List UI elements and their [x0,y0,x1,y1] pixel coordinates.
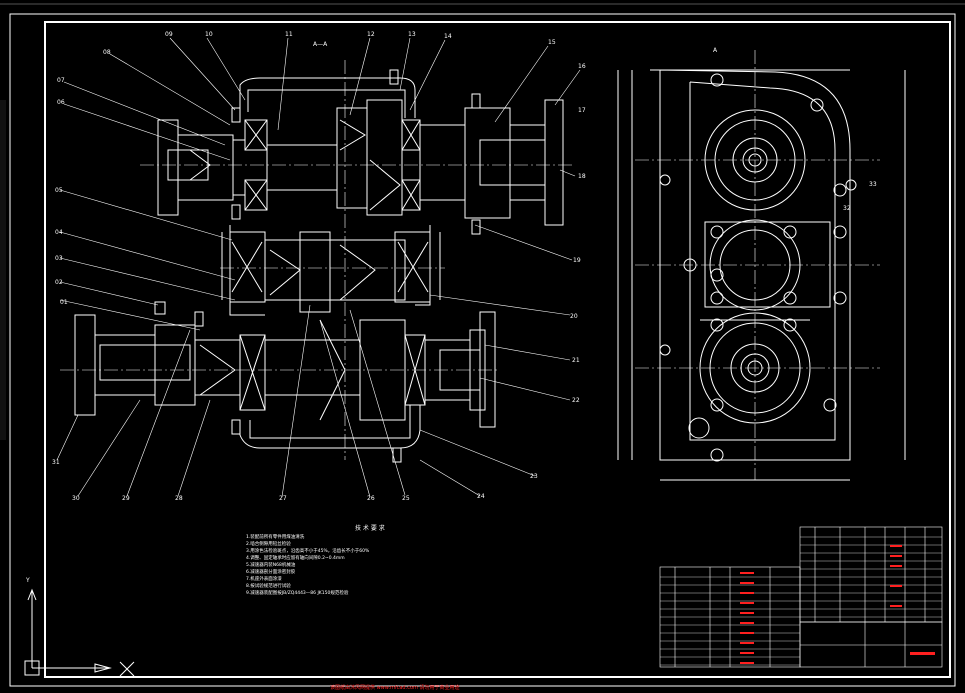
tech-req-item: 4.调整、固定轴承时应留有轴向间隙0.2~0.4mm [246,554,345,561]
part-number-10: 10 [205,31,213,38]
part-number-18: 18 [578,173,586,180]
drawing-outer-border [9,13,956,687]
part-number-23: 23 [530,473,538,480]
part-number-02: 02 [55,279,63,286]
tech-req-item: 3.用涂色法检验斑点，沿齿高不小于45%，沿齿长不小于60% [246,547,370,554]
centerlines [60,60,575,460]
part-number-26: 26 [367,495,375,502]
tech-req-item: 1.装配前所有零件用煤油清洗 [246,533,305,540]
parts-list-table [659,526,943,668]
red-markings [740,545,935,664]
tech-req-title: 技 术 要 求 [355,524,385,532]
part-number-22: 22 [572,397,580,404]
part-number-21: 21 [572,357,580,364]
tech-req-item: 9.减速器装配图按JB/ZQ4443—86 JK150规范检验 [246,589,349,596]
part-number-25: 25 [402,495,410,502]
part-number-19: 19 [573,257,581,264]
part-number-29: 29 [122,495,130,502]
part-number-08: 08 [103,49,111,56]
part-number-33: 33 [869,181,877,188]
part-number-24: 24 [477,493,485,500]
part-number-01: 01 [60,299,68,306]
tech-req-item: 7.机座外表面涂漆 [246,575,282,582]
part-number-14: 14 [444,33,452,40]
part-number-12: 12 [367,31,375,38]
part-number-13: 13 [408,31,416,38]
bolt-markers [154,69,481,463]
ucs-y-label: Y [25,577,30,584]
gearbox-section-view [74,69,564,463]
parts-list-rows [660,536,942,666]
part-number-27: 27 [279,495,287,502]
watermark-text: 该图纸由沐风网提供 www.mfcad.com 请勿用于商业用途 [330,684,459,691]
part-number-32: 32 [843,205,851,212]
tech-req-item: 8.按试验规范进行试验 [246,582,291,589]
part-number-09: 09 [165,31,173,38]
part-number-30: 30 [72,495,80,502]
technical-requirements: 技 术 要 求 1.装配前所有零件用煤油清洗 2.啮合侧隙用铅丝检验 3.用涂色… [246,524,385,596]
part-number-17: 17 [578,107,586,114]
part-number-31: 31 [52,459,60,466]
gearbox-side-view: A [617,47,906,481]
tech-req-item: 2.啮合侧隙用铅丝检验 [246,540,291,547]
part-number-28: 28 [175,495,183,502]
part-number-labels: 01 15 16 17 18 19 20 21 22 23 24 25 26 2… [52,31,877,502]
part-number-16: 16 [578,63,586,70]
section-label: A—A [313,41,328,48]
part-number-07: 07 [57,77,65,84]
part-number-11: 11 [285,31,293,38]
part-number-04: 04 [55,229,63,236]
tech-req-item: 6.减速器剖分面涂密封胶 [246,568,296,575]
side-view-centerlines [635,50,880,480]
ucs-icon: Y [24,577,135,677]
part-number-15: 15 [548,39,556,46]
drawing-inner-border [44,21,951,678]
view-label-a: A [713,47,718,54]
part-number-20: 20 [570,313,578,320]
part-number-03: 03 [55,255,63,262]
leader-lines [56,37,581,498]
part-number-06: 06 [57,99,65,106]
tech-req-item: 5.减速器内装N68机械油 [246,561,296,568]
part-number-05: 05 [55,187,63,194]
